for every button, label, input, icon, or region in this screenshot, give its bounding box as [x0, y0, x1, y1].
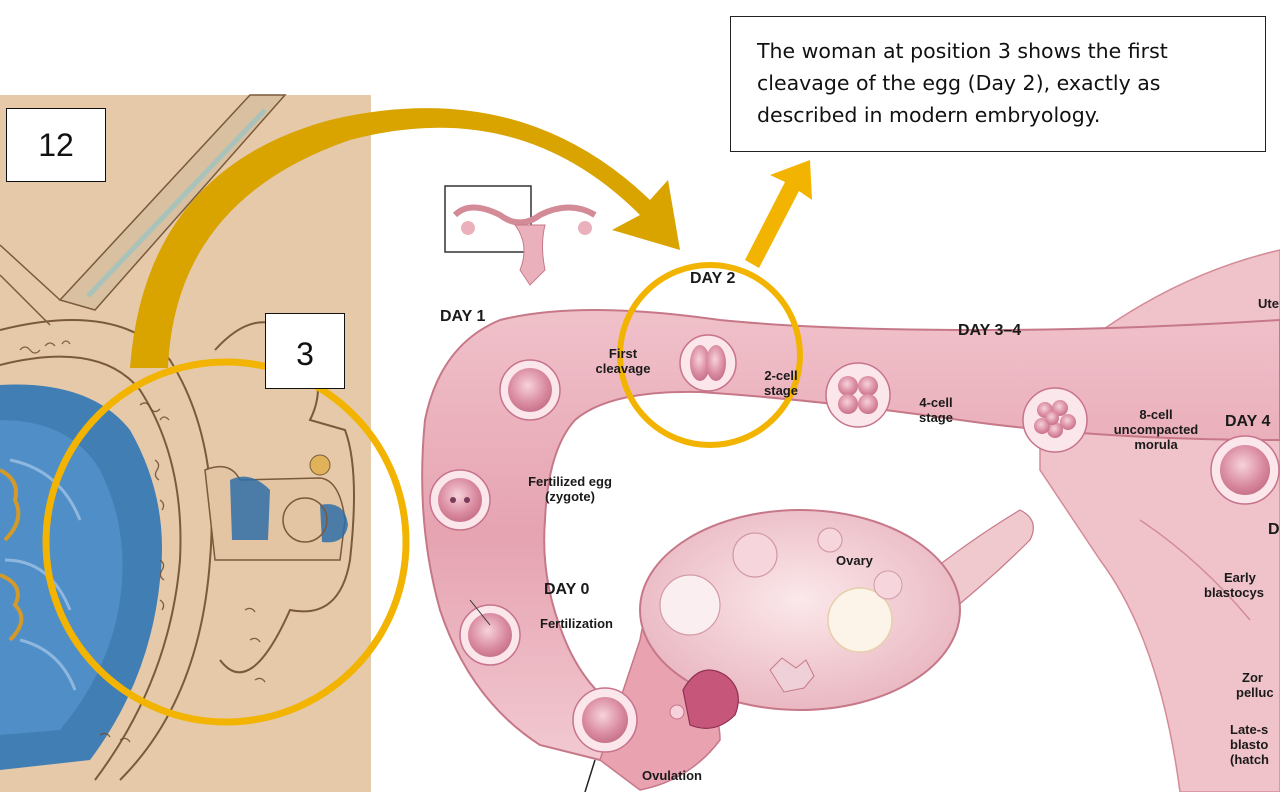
cell-4-cell [825, 362, 891, 428]
cell-fertilization [459, 599, 521, 666]
label-day-3-4: DAY 3–4 [958, 322, 1022, 339]
caption-arrow [745, 160, 812, 268]
label-uterus-partial: Ute [1258, 296, 1279, 311]
label-day-0: DAY 0 [544, 581, 590, 598]
reproductive-tract-icon [444, 185, 597, 286]
cell-2-cell [679, 334, 737, 392]
label-d-partial: D [1268, 521, 1280, 538]
cell-8-cell [1022, 387, 1088, 453]
curved-arrow [130, 108, 680, 369]
manuscript-panel [0, 94, 371, 792]
highlight-circle-day-2 [617, 262, 803, 448]
marker-box-12: 12 [6, 108, 106, 182]
cell-zygote [429, 469, 491, 531]
label-day-1: DAY 1 [440, 308, 486, 325]
label-fertilized-egg: Fertilized egg(zygote) [528, 474, 612, 504]
cell-morula-day4 [1210, 435, 1280, 505]
caption-line: cleavage of the egg (Day 2), exactly as [757, 71, 1161, 95]
highlight-circle-position-3 [42, 358, 410, 726]
caption-line: The woman at position 3 shows the first [757, 39, 1168, 63]
label-day-4: DAY 4 [1225, 413, 1271, 430]
label-day-2: DAY 2 [690, 270, 736, 287]
anatomy-diagram [421, 185, 1280, 792]
cell-day1 [499, 359, 561, 421]
label-fertilization: Fertilization [540, 616, 613, 631]
cell-ovulation [572, 687, 638, 753]
marker-box-3: 3 [265, 313, 345, 389]
label-ovulation: Ovulation [642, 768, 702, 783]
label-ovary: Ovary [836, 553, 873, 568]
caption-line: described in modern embryology. [757, 103, 1101, 127]
caption-box: The woman at position 3 shows the first … [730, 16, 1266, 152]
